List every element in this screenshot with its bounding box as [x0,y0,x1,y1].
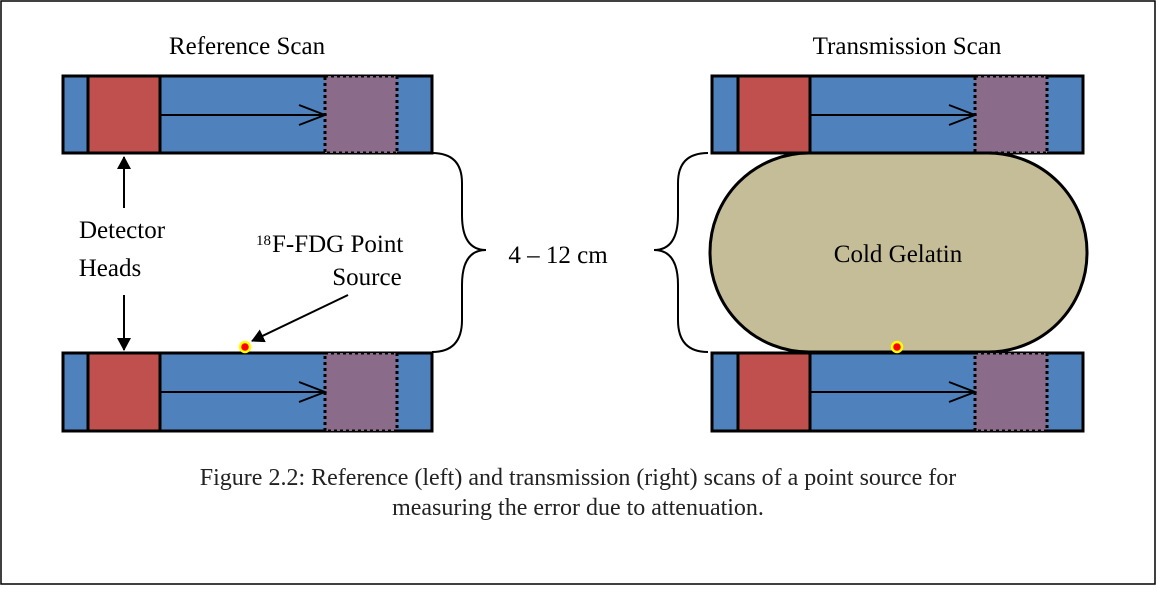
left-bottom-detector-track [61,351,434,433]
detector-head [86,351,162,433]
source-label-line2: Source [332,264,401,291]
source-pointer-arrow [251,294,349,343]
spacing-label: 4 – 12 cm [508,242,608,269]
detector-label-line2: Heads [79,255,141,282]
right-bottom-detector-track [710,351,1085,433]
detector-head-end-position [323,351,399,433]
detector-head [86,74,162,155]
point-source [890,340,904,354]
source-label-line1: F-FDG Point [272,231,403,258]
detector-label-line1: Detector [79,217,166,244]
figure-caption: Figure 2.2: Reference (left) and transmi… [0,463,1156,523]
detector-head-end-position [973,351,1049,433]
left-top-detector-track [61,74,434,155]
detector-head [736,351,812,433]
right-top-detector-track [710,74,1085,155]
transmission-scan-title: Transmission Scan [813,33,1002,60]
detector-head-end-position [323,74,399,155]
source-label-superscript: 18 [256,233,271,249]
phantom-label: Cold Gelatin [834,241,963,268]
reference-scan-title: Reference Scan [169,33,326,60]
caption-line2: measuring the error due to attenuation. [392,495,764,521]
point-source [238,340,252,354]
spacing-brace-right [653,152,709,353]
spacing-brace-left [431,152,487,353]
detector-head-end-position [973,74,1049,155]
caption-line1: Figure 2.2: Reference (left) and transmi… [199,465,957,491]
detector-head [736,74,812,155]
